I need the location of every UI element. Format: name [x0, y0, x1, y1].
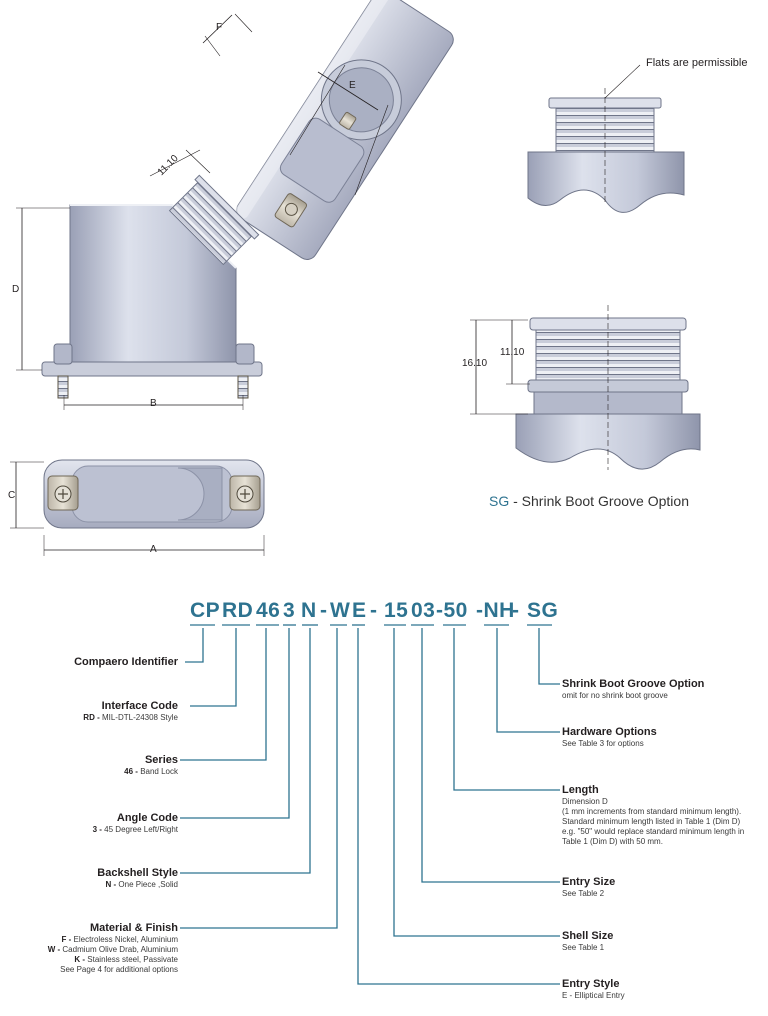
label-title: Material & Finish	[89, 922, 178, 934]
label-desc: RD - MIL-DTL-24308 Style	[83, 713, 178, 722]
code-sg: SG	[527, 599, 559, 622]
label-desc: K - Stainless steel, Passivate	[74, 955, 178, 964]
callout-line-identifier	[185, 628, 204, 663]
callout-line-entry-size	[421, 628, 560, 883]
dim-e-label: E	[349, 80, 356, 91]
label-length: Length Dimension D (1 mm increments from…	[562, 783, 764, 847]
callout-line-angle	[180, 628, 290, 819]
label-title: Series	[144, 754, 178, 766]
label-hardware-options: Hardware Options See Table 3 for options	[562, 725, 762, 749]
sg-caption-code: SG	[489, 493, 510, 509]
callout-line-series	[180, 628, 267, 761]
label-backshell-style: Backshell Style N - One Piece ,Solid	[8, 866, 178, 890]
callout-line-hardware	[496, 628, 560, 733]
label-title: Entry Style	[562, 978, 620, 990]
code-dash-3: -	[512, 599, 520, 622]
code-50: -50	[436, 599, 468, 622]
code-03: 03	[411, 599, 436, 622]
dim-a-label: A	[150, 544, 157, 555]
label-title: Interface Code	[101, 700, 178, 712]
rotated-top-view	[202, 0, 454, 260]
label-title: Angle Code	[116, 812, 178, 824]
code-3: 3	[283, 599, 296, 622]
label-title: Compaero Identifier	[74, 656, 178, 668]
callout-lines	[180, 628, 560, 985]
label-entry-size: Entry Size See Table 2	[562, 875, 762, 899]
callout-line-sg	[538, 628, 560, 685]
sg-caption-text: - Shrink Boot Groove Option	[509, 493, 689, 509]
label-desc: See Table 2	[562, 889, 605, 898]
callout-line-length	[453, 628, 560, 791]
dim-b-label: B	[150, 398, 157, 409]
label-desc: See Table 3 for options	[562, 739, 644, 748]
label-desc: See Page 4 for additional options	[60, 965, 178, 974]
label-series: Series 46 - Band Lock	[8, 753, 178, 777]
label-desc: Dimension D	[562, 797, 608, 806]
dim-thread-sg-label: 11.10	[500, 347, 525, 358]
callout-line-entry-style	[357, 628, 560, 985]
label-desc: W - Cadmium Olive Drab, Aluminium	[47, 945, 178, 954]
flats-note: Flats are permissible	[646, 57, 748, 69]
plan-view	[10, 459, 265, 556]
callout-line-style	[180, 628, 311, 874]
label-shrink-boot-groove: Shrink Boot Groove Option omit for no sh…	[562, 677, 762, 701]
label-title: Shrink Boot Groove Option	[562, 678, 705, 690]
label-material-finish: Material & Finish F - Electroless Nickel…	[0, 921, 178, 975]
label-desc: N - One Piece ,Solid	[105, 880, 178, 889]
label-title: Backshell Style	[97, 867, 178, 879]
label-interface-code: Interface Code RD - MIL-DTL-24308 Style	[8, 699, 178, 723]
code-cp: CP	[190, 599, 221, 622]
dim-groove-sg-label: 16.10	[462, 358, 488, 369]
dim-f-label: F	[216, 22, 223, 33]
callout-line-interface	[190, 628, 237, 707]
label-desc: Table 1 (Dim D) with 50 mm.	[562, 837, 663, 846]
label-angle-code: Angle Code 3 - 45 Degree Left/Right	[8, 811, 178, 835]
label-desc: E - Elliptical Entry	[562, 991, 625, 1000]
callout-line-shell	[393, 628, 560, 937]
label-title: Length	[562, 784, 599, 796]
label-desc: 3 - 45 Degree Left/Right	[92, 825, 178, 834]
label-desc: e.g. "50" would replace standard minimum…	[562, 827, 745, 836]
dim-d-label: D	[12, 284, 20, 295]
callout-line-material	[180, 628, 338, 929]
sg-caption: SG - Shrink Boot Groove Option	[489, 493, 689, 509]
label-title: Hardware Options	[562, 726, 657, 738]
label-entry-style: Entry Style E - Elliptical Entry	[562, 977, 762, 1001]
code-w: W	[330, 599, 351, 622]
label-compaero-identifier: Compaero Identifier	[8, 655, 178, 669]
angled-side-view	[16, 149, 263, 410]
dim-c-label: C	[8, 490, 16, 501]
label-desc: Standard minimum length listed in Table …	[562, 817, 741, 826]
code-dash-1: -	[320, 599, 328, 622]
sg-view	[470, 305, 701, 470]
label-desc: (1 mm increments from standard minimum l…	[562, 807, 742, 816]
label-desc: See Table 1	[562, 943, 605, 952]
label-title: Entry Size	[562, 876, 616, 888]
flats-view	[527, 64, 685, 213]
code-e: E	[352, 599, 367, 622]
label-desc: omit for no shrink boot groove	[562, 691, 668, 700]
code-nh: -NH	[476, 599, 515, 622]
label-desc: 46 - Band Lock	[124, 767, 178, 776]
code-dash-2: -	[370, 599, 378, 622]
label-title: Shell Size	[562, 930, 614, 942]
label-shell-size: Shell Size See Table 1	[562, 929, 762, 953]
code-15: 15	[384, 599, 409, 622]
label-desc: F - Electroless Nickel, Aluminium	[61, 935, 178, 944]
code-n: N	[301, 599, 317, 622]
code-46: 46	[256, 599, 281, 622]
code-rd: RD	[222, 599, 254, 622]
